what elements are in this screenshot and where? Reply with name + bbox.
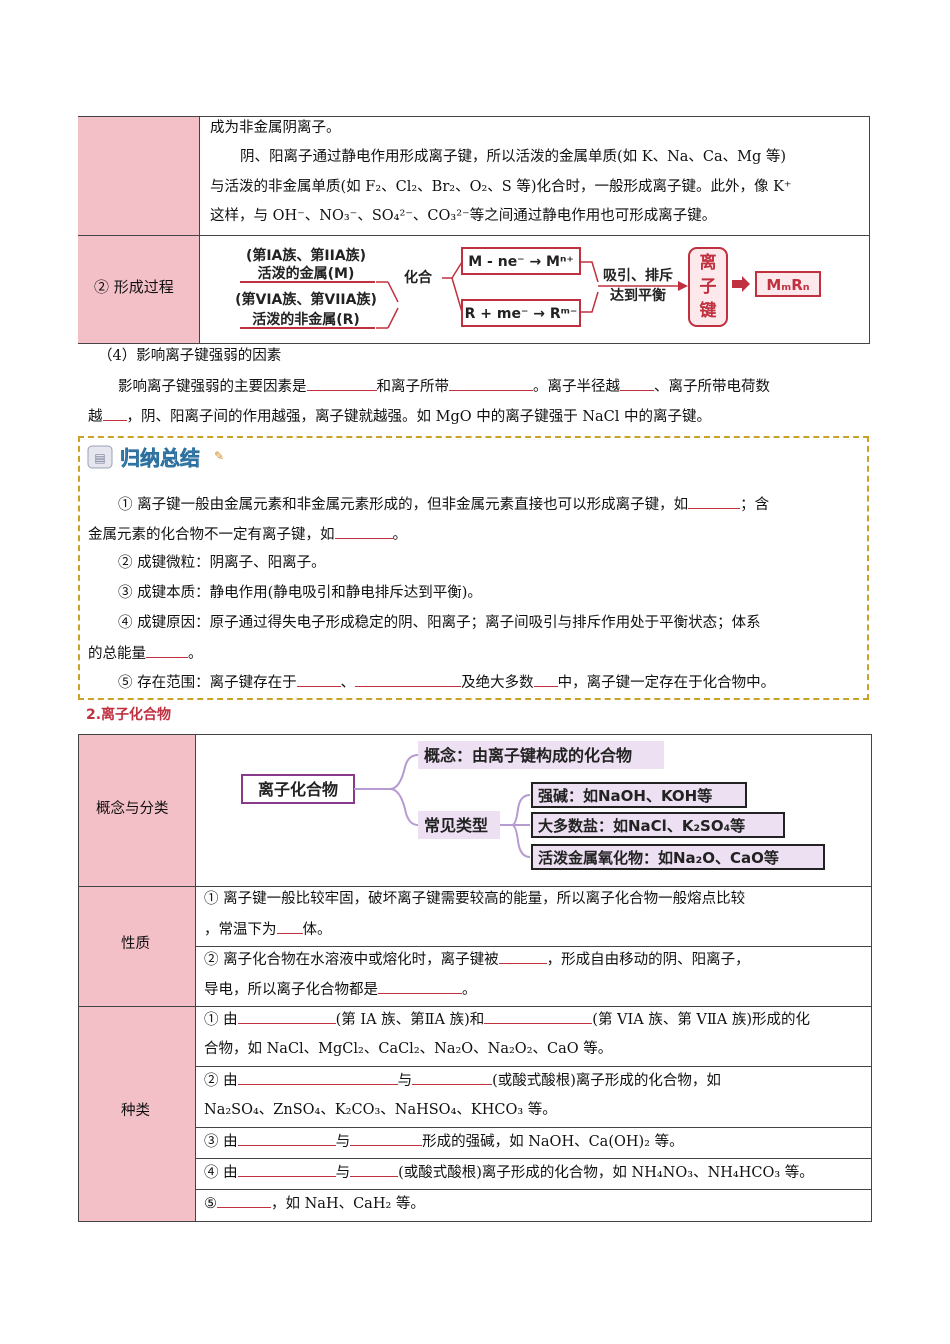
property-2-line2: 导电，所以离子化合物都是。 (204, 979, 477, 1000)
result-formula: MₘRₙ (766, 276, 809, 294)
summary-item-5: ⑤ 存在范围：离子键存在于、及绝大多数中，离子键一定存在于化合物中。 (118, 672, 775, 693)
kind-2-line1: ② 由与(或酸式酸根)离子形成的化合物，如 (204, 1070, 721, 1091)
text-line: 这样，与 OH⁻、NO₃⁻、SO₄²⁻、CO₃²⁻等之间通过静电作用也可形成离子… (210, 208, 717, 224)
combine-label: 化合 (404, 269, 433, 286)
metal-label: 活泼的金属(M) (258, 265, 355, 282)
nonmetal-equation: R + me⁻ → Rᵐ⁻ (465, 306, 578, 322)
property-1-line1: ① 离子键一般比较牢固，破坏离子键需要较高的能量，所以离子化合物一般熔点比较 (204, 891, 746, 907)
root-node: 离子化合物 (258, 780, 338, 799)
kind-1-line2: 合物，如 NaCl、MgCl₂、CaCl₂、Na₂O、Na₂O₂、CaO 等。 (204, 1041, 613, 1057)
attract-label-1: 吸引、排斥 (603, 267, 673, 284)
text-line: 与活泼的非金属单质(如 F₂、Cl₂、Br₂、O₂、S 等)化合时，一般形成离子… (210, 179, 792, 195)
section4-para-line1: 影响离子键强弱的主要因素是和离子所带。离子半径越、离子所带电荷数 (118, 376, 770, 397)
section4-para-line2: 越，阴、阳离子间的作用越强，离子键就越强。如 MgO 中的离子键强于 NaCl … (88, 406, 711, 427)
row-label-types: 种类 (121, 1103, 150, 1119)
summary-item-2: ② 成键微粒：阴离子、阳离子。 (118, 555, 326, 571)
type-oxides: 活泼金属氧化物：如Na₂O、CaO等 (538, 849, 779, 867)
text-line: 成为非金属阴离子。 (210, 120, 341, 136)
bond-char: 离 (700, 252, 717, 273)
bond-char: 键 (700, 300, 717, 321)
kind-5: ⑤，如 NaH、CaH₂ 等。 (204, 1193, 425, 1214)
kind-1-line1: ① 由(第 IA 族、第ⅡA 族)和(第 VIA 族、第 VⅡA 族)形成的化 (204, 1009, 810, 1030)
row-label-property: 性质 (121, 936, 150, 952)
summary-badge-label: 归纳总结 (120, 446, 200, 470)
type-strong-base: 强碱：如NaOH、KOH等 (538, 787, 712, 805)
attract-label-2: 达到平衡 (610, 287, 666, 304)
summary-item-1: ① 离子键一般由金属元素和非金属元素形成的，但非金属元素直接也可以形成离子键，如… (118, 494, 769, 515)
ionic-compound-diagram: 离子化合物 概念：由离子键构成的化合物 常见类型 强碱：如NaOH、KOH等 大… (241, 741, 825, 870)
nonmetal-group-label: (第VIA族、第VIIA族) (235, 291, 377, 308)
nonmetal-label: 活泼的非金属(R) (252, 311, 360, 328)
text-line: 阴、阳离子通过静电作用形成离子键，所以活泼的金属单质(如 K、Na、Ca、Mg … (240, 149, 787, 165)
section4-heading: （4）影响离子键强弱的因素 (98, 348, 282, 364)
common-types-node: 常见类型 (424, 816, 488, 835)
summary-item-4-cont: 的总能量。 (88, 643, 203, 664)
section2-heading: 2.离子化合物 (86, 707, 172, 723)
row-label-concept: 概念与分类 (96, 801, 169, 817)
metal-group-label: (第IA族、第IIA族) (246, 247, 366, 264)
bond-char: 子 (700, 277, 717, 297)
kind-3: ③ 由与形成的强碱，如 NaOH、Ca(OH)₂ 等。 (204, 1131, 684, 1152)
kind-2-line2: Na₂SO₄、ZnSO₄、K₂CO₃、NaHSO₄、KHCO₃ 等。 (204, 1102, 557, 1118)
property-2-line1: ② 离子化合物在水溶液中或熔化时，离子键被，形成自由移动的阴、阳离子， (204, 949, 750, 970)
metal-equation: M - ne⁻ → Mⁿ⁺ (468, 254, 574, 270)
summary-item-4: ④ 成键原因：原子通过得失电子形成稳定的阴、阳离子；离子间吸引与排斥作用处于平衡… (118, 615, 761, 631)
type-salts: 大多数盐：如NaCl、K₂SO₄等 (538, 817, 745, 835)
summary-item-1-cont: 金属元素的化合物不一定有离子键，如。 (88, 524, 407, 545)
concept-node: 概念：由离子键构成的化合物 (424, 746, 632, 765)
kind-4: ④ 由与(或酸式酸根)离子形成的化合物，如 NH₄NO₃、NH₄HCO₃ 等。 (204, 1162, 814, 1183)
pencil-icon: ✎ (214, 449, 224, 463)
row-label-formation: ② 形成过程 (94, 278, 174, 296)
summary-badge: ▤ 归纳总结 ✎ (87, 445, 224, 470)
property-1-line2: ，常温下为体。 (204, 919, 332, 940)
book-icon: ▤ (94, 451, 105, 465)
summary-item-3: ③ 成键本质：静电作用(静电吸引和静电排斥达到平衡)。 (118, 585, 482, 601)
ionic-bond-formation-diagram: (第IA族、第IIA族) 活泼的金属(M) (第VIA族、第VIIA族) 活泼的… (235, 247, 821, 329)
summary-box (78, 436, 869, 700)
